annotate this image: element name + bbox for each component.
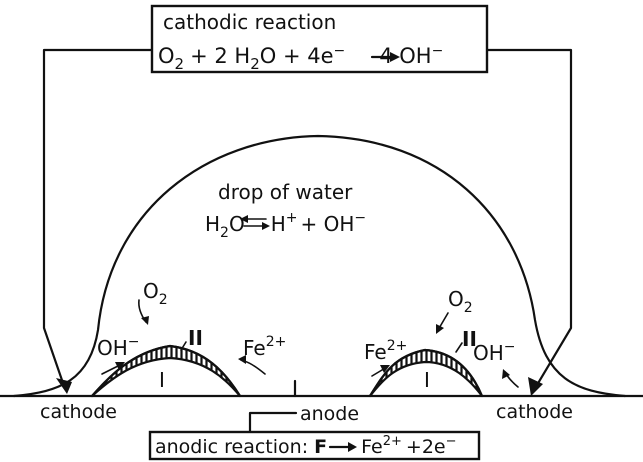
right-hydroxide-label: OH−	[473, 339, 516, 365]
anode-lead	[248, 411, 298, 434]
right-region-two-pointer	[455, 342, 463, 353]
right-region-one-label: I	[424, 368, 430, 392]
right-iron-ion-arrowhead	[380, 365, 390, 373]
anodic-reaction-arrowhead	[348, 442, 357, 452]
right-region-two-label: II	[462, 327, 477, 351]
right-hydroxide-arrowhead	[502, 369, 510, 379]
external-circuit-wire	[42, 48, 154, 388]
external-circuit-wire-right	[485, 48, 573, 392]
right-mound-outline	[368, 348, 484, 398]
left-oxygen-arrowhead	[141, 316, 149, 325]
left-iron-ion-label: Fe2+	[243, 334, 286, 360]
left-cathode-label: cathode	[40, 401, 117, 423]
left-iron-ion-arrowhead	[238, 355, 246, 364]
reaction-arrowhead	[390, 52, 400, 62]
cathodic-reaction-equation: O2+ 2 H2O + 4e−4 OH−	[158, 43, 443, 73]
anode-label: anode	[300, 403, 359, 425]
cathodic-reaction-title: cathodic reaction	[163, 10, 336, 34]
water-drop-outline	[12, 134, 627, 398]
left-region-two-label: II	[188, 326, 203, 350]
cathodic-reaction-box: cathodic reaction O2+ 2 H2O + 4e−4 OH−	[150, 4, 489, 74]
right-oxygen-arrowhead	[436, 324, 444, 334]
right-oxygen-label: O2	[448, 287, 473, 316]
right-cathode-label: cathode	[496, 401, 573, 423]
left-region-one-label: I	[159, 368, 165, 392]
left-cathode-arrowhead	[56, 378, 72, 394]
right-iron-ion-label: Fe2+	[364, 338, 407, 364]
equilibrium-arrows	[240, 215, 270, 230]
left-region-two-pointer	[180, 341, 187, 351]
left-hydroxide-arrowhead	[115, 362, 125, 370]
drop-title: drop of water	[218, 180, 353, 204]
left-hydroxide-label: OH−	[97, 334, 140, 360]
right-cathode-arrowhead	[528, 377, 543, 396]
left-mound-outline	[90, 344, 242, 398]
left-oxygen-label: O2	[143, 279, 168, 308]
